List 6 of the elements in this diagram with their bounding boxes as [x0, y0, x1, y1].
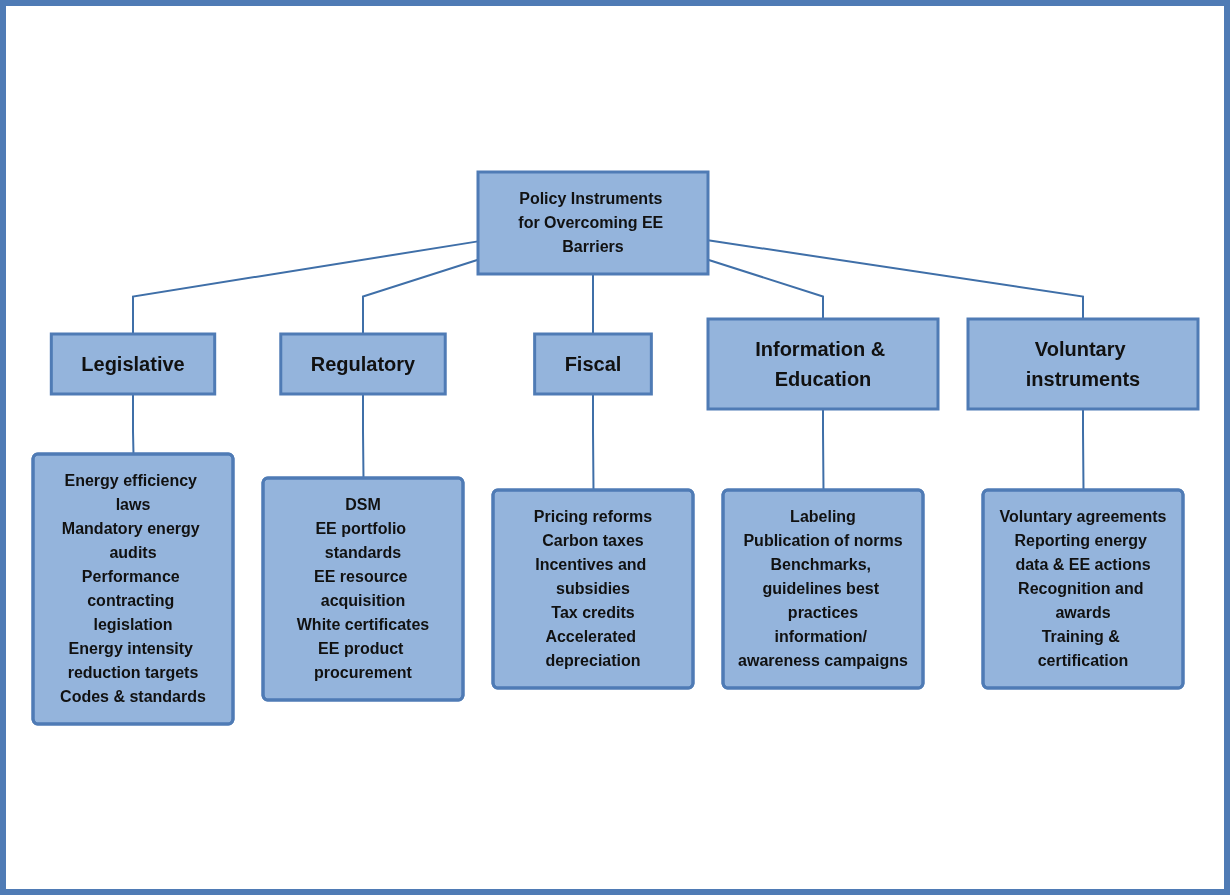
- node-box: Regulatory: [278, 332, 447, 395]
- node-box: Information & Education: [706, 317, 939, 410]
- node-box: Policy Instruments for Overcoming EE Barriers: [476, 170, 709, 275]
- node-box: Fiscal: [532, 332, 653, 395]
- node-box: Legislative: [49, 332, 216, 395]
- node-box: Voluntary instruments: [966, 317, 1199, 410]
